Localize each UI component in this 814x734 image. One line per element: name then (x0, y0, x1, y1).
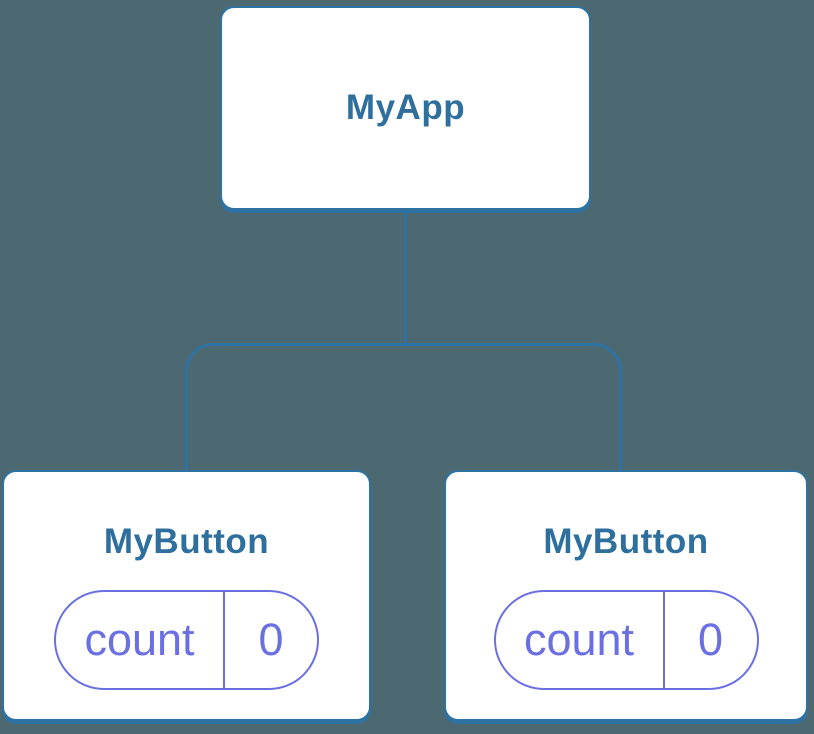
node-mybutton-right: MyButton count 0 (444, 470, 808, 721)
state-value: 0 (258, 614, 284, 665)
node-myapp: MyApp (220, 6, 591, 210)
connector-stem (404, 209, 407, 345)
state-key-label: count (496, 592, 665, 688)
node-title: MyButton (543, 522, 709, 561)
node-title: MyButton (103, 522, 270, 561)
state-value: 0 (697, 614, 724, 665)
connector-bracket (185, 343, 622, 470)
state-pill: count 0 (493, 590, 759, 690)
node-title: MyApp (345, 88, 466, 127)
state-key-label: count (56, 592, 225, 688)
node-mybutton-left: MyButton count 0 (2, 470, 371, 721)
state-pill: count 0 (54, 590, 319, 690)
